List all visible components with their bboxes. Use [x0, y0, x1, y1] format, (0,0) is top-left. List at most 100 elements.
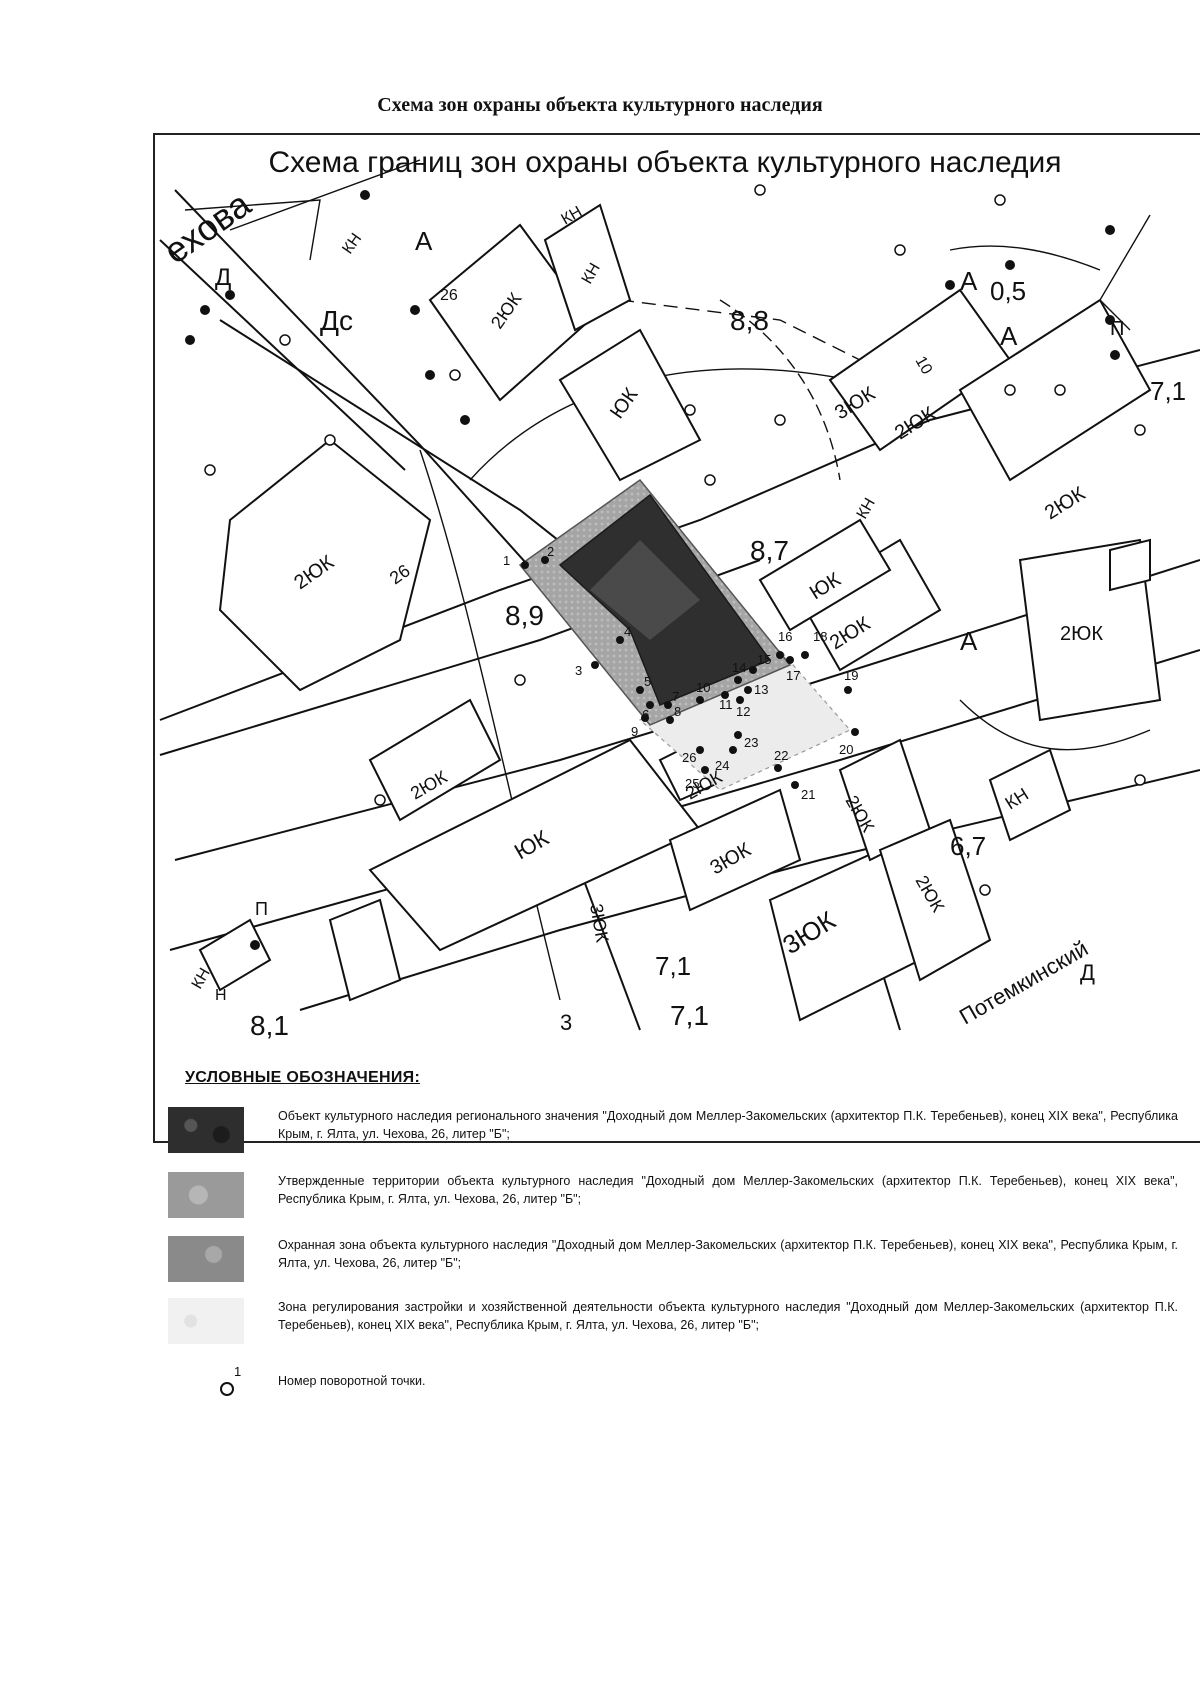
legend-text: Зона регулирования застройки и хозяйстве… [278, 1300, 1178, 1332]
svg-text:П: П [255, 899, 268, 919]
turning-point-25 [701, 766, 709, 774]
turning-point-15 [749, 666, 757, 674]
svg-text:7,1: 7,1 [655, 951, 691, 981]
svg-text:26: 26 [440, 287, 458, 304]
turning-point-6 [646, 701, 654, 709]
legend-text: Номер поворотной точки. [278, 1374, 426, 1388]
turning-point-9 [641, 714, 649, 722]
legend-swatch-protection [168, 1236, 244, 1282]
building-outlines [198, 203, 1162, 1022]
svg-text:7,1: 7,1 [670, 1000, 709, 1031]
svg-text:8,9: 8,9 [505, 600, 544, 631]
turning-point-label: 22 [774, 748, 788, 763]
building-label: 2ЮК [1060, 623, 1103, 645]
turning-point-14 [734, 676, 742, 684]
svg-text:Дс: Дс [320, 305, 353, 336]
turning-point-17 [786, 656, 794, 664]
svg-text:8,7: 8,7 [750, 535, 789, 566]
svg-text:0,5: 0,5 [990, 276, 1026, 306]
turning-point-label: 4 [624, 624, 631, 639]
turning-point-label: 23 [744, 735, 758, 750]
building-label: 2ЮК [1041, 483, 1089, 525]
building-label: 3ЮК [586, 902, 613, 944]
turning-point-number: 1 [234, 1364, 242, 1379]
svg-text:10: 10 [912, 354, 936, 378]
legend-text: Утвержденные территории объекта культурн… [278, 1174, 1178, 1206]
svg-text:П: П [1110, 318, 1124, 340]
turning-point-label: 12 [736, 704, 750, 719]
svg-text:8,1: 8,1 [250, 1010, 289, 1041]
turning-point-label: 11 [719, 697, 733, 712]
fence-dots [185, 190, 1120, 950]
map-title: Схема границ зон охраны объекта культурн… [268, 146, 1061, 179]
turning-point-label: 24 [715, 758, 729, 773]
turning-point-2 [541, 556, 549, 564]
turning-point-label: 17 [786, 668, 800, 683]
svg-text:6,7: 6,7 [950, 831, 986, 861]
turning-point-label: 26 [682, 750, 696, 765]
turning-point-label: 10 [696, 680, 710, 695]
svg-text:7,1: 7,1 [1150, 376, 1186, 406]
turning-point-label: 13 [754, 682, 768, 697]
svg-text:А: А [960, 626, 978, 656]
turning-point-label: 5 [644, 674, 651, 689]
building-label: КН [339, 230, 365, 257]
building-label: КН [854, 495, 879, 522]
turning-points: 1234567891011121314151617181920212223242… [503, 544, 859, 802]
legend-swatch-territory [168, 1172, 244, 1218]
turning-point-19 [844, 686, 852, 694]
turning-point-23 [734, 731, 742, 739]
legend-text: Объект культурного наследия региональног… [278, 1109, 1178, 1141]
turning-point-18 [801, 651, 809, 659]
legend-text: Охранная зона объекта культурного наслед… [278, 1238, 1178, 1270]
legend-title: УСЛОВНЫЕ ОБОЗНАЧЕНИЯ: [185, 1069, 421, 1086]
turning-point-label: 2 [547, 544, 554, 559]
street-label-potemkinsky: Потемкинский [955, 936, 1092, 1030]
legend-swatch-object [168, 1107, 244, 1153]
turning-point-21 [791, 781, 799, 789]
svg-text:Д: Д [215, 264, 231, 291]
turning-point-label: 8 [674, 704, 681, 719]
turning-point-label: 14 [732, 660, 746, 675]
turning-point-11 [721, 691, 729, 699]
svg-text:Д: Д [1080, 960, 1095, 985]
turning-point-22 [774, 764, 782, 772]
turning-point-12 [736, 696, 744, 704]
svg-text:А: А [415, 226, 433, 256]
turning-point-10 [696, 696, 704, 704]
turning-point-label: 9 [631, 724, 638, 739]
turning-point-label: 18 [813, 629, 827, 644]
svg-text:Н: Н [215, 987, 227, 1004]
turning-point-label: 16 [778, 629, 792, 644]
map-frame [153, 133, 1200, 1143]
turning-point-label: 3 [575, 663, 582, 678]
document-title: Схема зон охраны объекта культурного нас… [377, 94, 823, 116]
turning-point-7 [664, 701, 672, 709]
turning-point-5 [636, 686, 644, 694]
turning-point-16 [776, 651, 784, 659]
turning-point-label: 25 [685, 776, 699, 791]
turning-point-4 [616, 636, 624, 644]
turning-point-marker-icon [220, 1382, 234, 1396]
turning-point-label: 1 [503, 553, 510, 568]
turning-point-1 [521, 561, 529, 569]
turning-point-3 [591, 661, 599, 669]
svg-text:3: 3 [560, 1010, 572, 1035]
turning-point-26 [696, 746, 704, 754]
turning-point-label: 20 [839, 742, 853, 757]
turning-point-label: 19 [844, 668, 858, 683]
turning-point-20 [851, 728, 859, 736]
elevation-labels: 8,8 8,7 8,9 0,5 6,7 7,1 7,1 8,1 7,1 [250, 276, 1186, 1041]
cadastral-map: Схема границ зон охраны объекта культурн… [156, 146, 1200, 1041]
street-label-chekhova: ехова [156, 183, 259, 272]
legend-swatch-regulation [168, 1298, 244, 1344]
svg-text:8,8: 8,8 [730, 305, 769, 336]
turning-point-label: 21 [801, 787, 815, 802]
turning-point-24 [729, 746, 737, 754]
tree-markers [204, 184, 1146, 896]
turning-point-13 [744, 686, 752, 694]
svg-text:А: А [960, 266, 978, 296]
svg-text:А: А [1000, 321, 1018, 351]
turning-point-8 [666, 716, 674, 724]
turning-point-label: 15 [757, 652, 771, 667]
